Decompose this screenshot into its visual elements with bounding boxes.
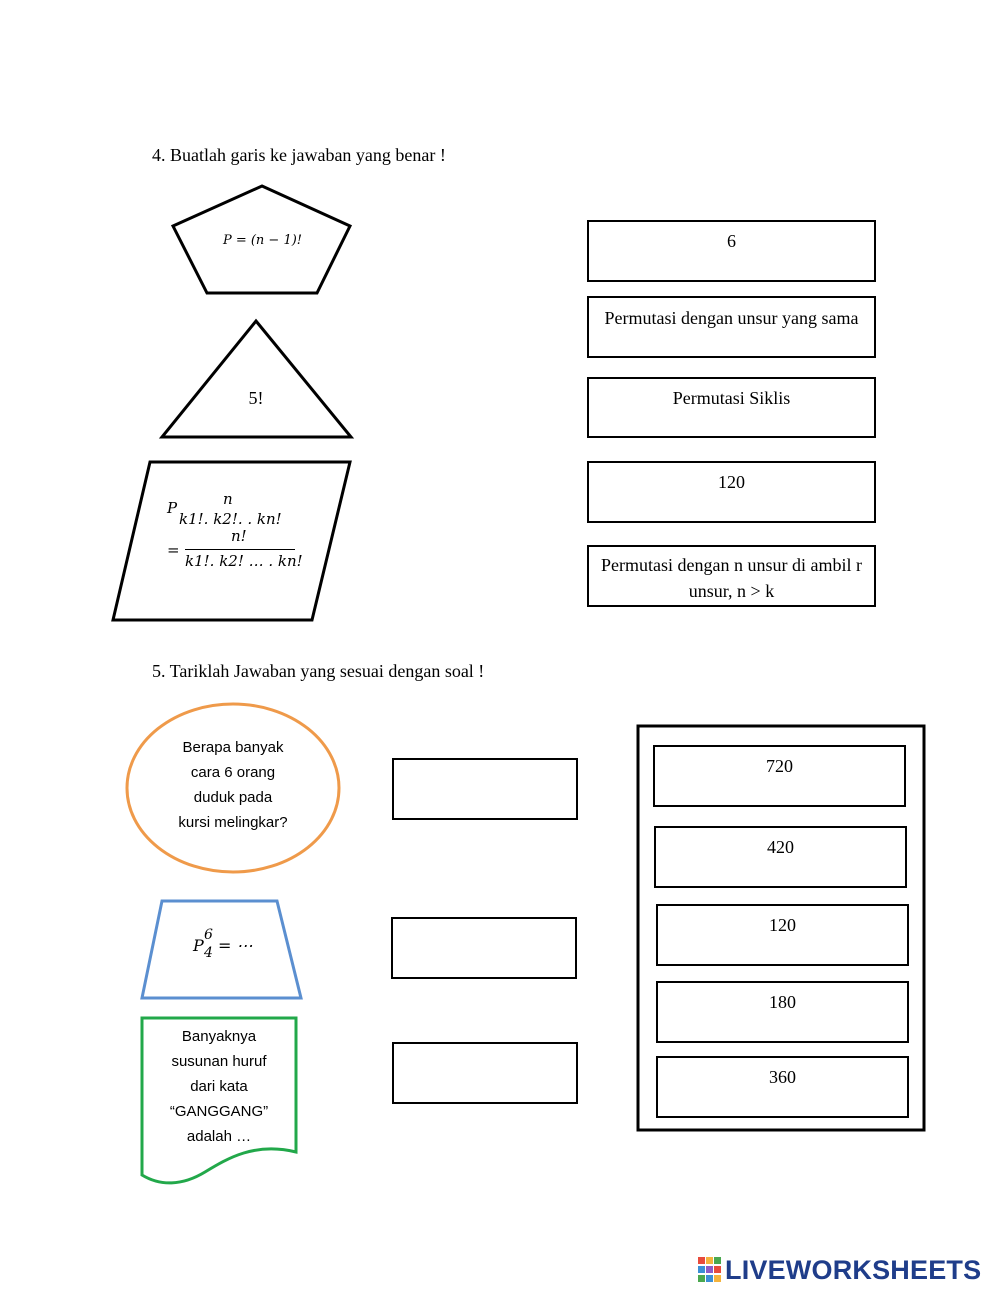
question-5-heading: 5. Tariklah Jawaban yang sesuai dengan s…: [152, 661, 485, 681]
answer-box-5[interactable]: Permutasi dengan n unsur di ambil r unsu…: [587, 545, 876, 607]
doc-line-1: Banyaknya: [181, 1028, 257, 1045]
trap-sub: 4: [204, 945, 213, 961]
option-box-2[interactable]: 420: [654, 826, 907, 888]
doc-line-3: dari kata: [190, 1078, 248, 1095]
pentagon-shape: [170, 184, 353, 295]
doc-line-2: susunan huruf: [171, 1053, 267, 1070]
answer-box-2[interactable]: Permutasi dengan unsur yang sama: [587, 296, 876, 358]
answer-box-3[interactable]: Permutasi Siklis: [587, 377, 876, 438]
oval-line-4: kursi melingkar?: [178, 814, 288, 831]
oval-line-1: Berapa banyak: [182, 739, 284, 756]
liveworksheets-logo[interactable]: LIVEWORKSHEETS: [698, 1255, 981, 1285]
fraction-bar: [185, 549, 295, 550]
option-box-5[interactable]: 360: [656, 1056, 909, 1118]
triangle-shape: [158, 318, 355, 439]
answer-box-4[interactable]: 120: [587, 461, 876, 523]
options-container: [636, 724, 926, 1132]
liveworksheets-logo-text: LIVEWORKSHEETS: [725, 1254, 982, 1285]
formula-p: P: [167, 499, 178, 517]
oval-line-3: duduk pada: [193, 789, 273, 806]
answer-box-1[interactable]: 6: [587, 220, 876, 282]
pentagon-formula: P = (n − 1)!: [222, 233, 303, 248]
oval-shape: [125, 702, 341, 874]
trap-rest: = ⋯: [218, 936, 253, 955]
document-shape: [140, 1016, 298, 1185]
formula-sup: n: [223, 490, 233, 508]
parallelogram-shape: [111, 460, 352, 622]
drop-box-1[interactable]: [392, 758, 578, 820]
formula-denominator: k1!. k2! … . kn!: [185, 552, 303, 570]
trapezoid-formula: P 6 4 = ⋯: [190, 926, 270, 966]
formula-eq: =: [167, 541, 180, 559]
option-box-1[interactable]: 720: [653, 745, 906, 807]
drop-box-2[interactable]: [391, 917, 577, 979]
parallelogram-formula: P n k1!. k2!. . kn! = n! k1!. k2! … . kn…: [167, 490, 307, 580]
formula-sub: k1!. k2!. . kn!: [179, 510, 282, 528]
doc-line-5: adalah …: [186, 1128, 252, 1145]
trap-p: P: [193, 936, 204, 955]
drop-box-3[interactable]: [392, 1042, 578, 1104]
oval-question: Berapa banyak cara 6 orang duduk pada ku…: [150, 735, 316, 835]
liveworksheets-logo-icon: [698, 1257, 721, 1282]
trapezoid-shape: [140, 899, 303, 1000]
question-4-heading: 4. Buatlah garis ke jawaban yang benar !: [152, 145, 446, 165]
option-box-4[interactable]: 180: [656, 981, 909, 1043]
document-question: Banyaknya susunan huruf dari kata “GANGG…: [142, 1024, 296, 1149]
option-box-3[interactable]: 120: [656, 904, 909, 966]
oval-line-2: cara 6 orang: [190, 764, 276, 781]
triangle-label: 5!: [248, 388, 264, 408]
doc-line-4: “GANGGANG”: [169, 1103, 269, 1120]
formula-numerator: n!: [231, 527, 247, 545]
trap-sup: 6: [204, 927, 213, 943]
